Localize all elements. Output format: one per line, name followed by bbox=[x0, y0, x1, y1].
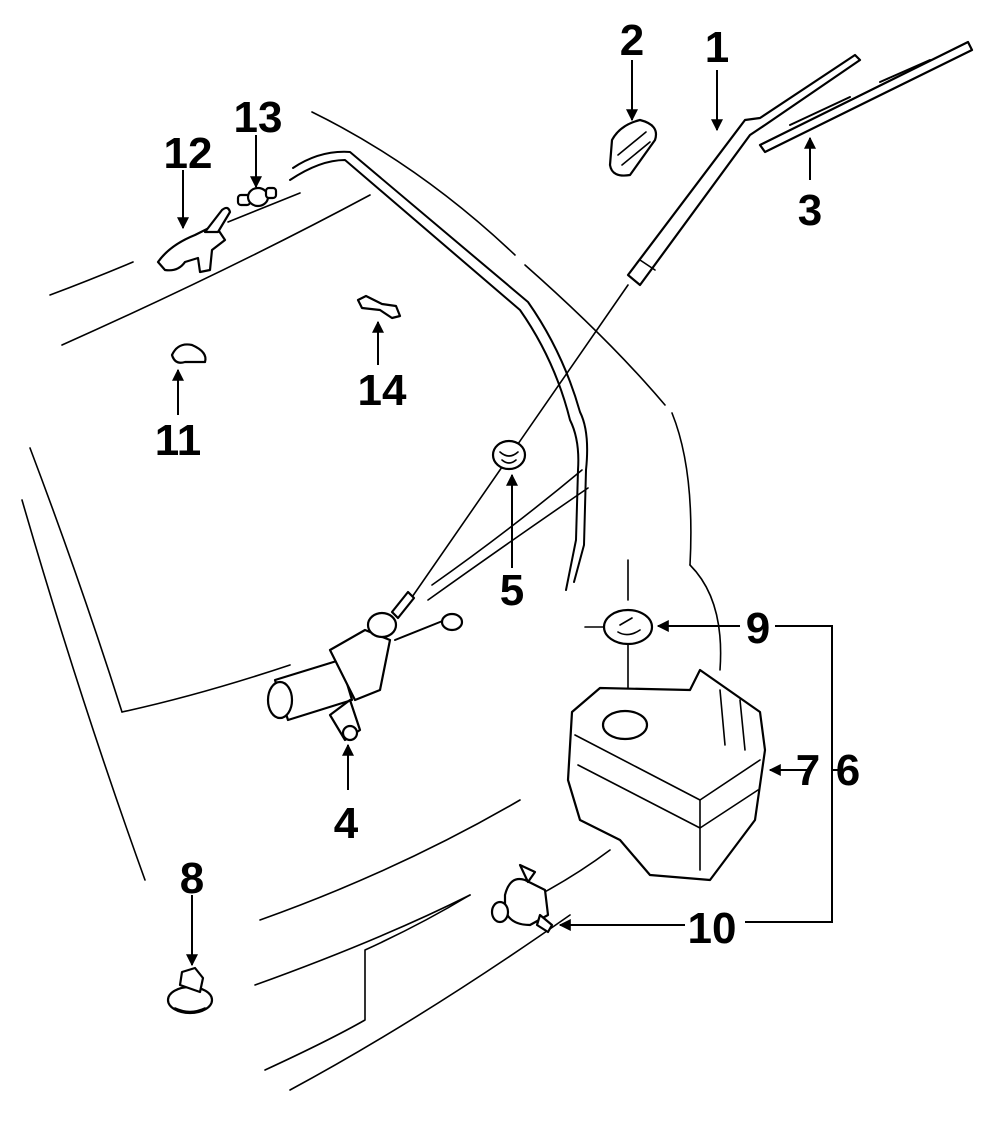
hatch-curve-2 bbox=[254, 894, 471, 986]
hatch-curve-1 bbox=[259, 799, 521, 921]
callout-12[interactable]: 12 bbox=[164, 129, 213, 178]
bracket-6 bbox=[745, 625, 845, 923]
hatch-curve-3 bbox=[289, 914, 571, 1091]
hatch-curve-4 bbox=[264, 894, 471, 1071]
callouts: 1 2 3 4 5 6 7 8 9 10 11 12 13 14 bbox=[155, 16, 861, 953]
leaders bbox=[172, 60, 845, 967]
callout-10[interactable]: 10 bbox=[688, 904, 737, 953]
defroster-line-1 bbox=[431, 469, 583, 586]
callout-14[interactable]: 14 bbox=[358, 366, 407, 415]
glass-left-edge bbox=[29, 447, 123, 713]
body-outline bbox=[21, 111, 722, 1091]
body-curve-right bbox=[689, 564, 722, 671]
wiper-motor[interactable] bbox=[266, 590, 464, 742]
pivot-grommet[interactable] bbox=[491, 439, 527, 471]
callout-3[interactable]: 3 bbox=[798, 186, 822, 235]
washer-hose-inner bbox=[292, 150, 589, 583]
push-clip[interactable] bbox=[166, 966, 214, 1015]
reservoir-cap[interactable] bbox=[584, 608, 654, 646]
callout-4[interactable]: 4 bbox=[334, 799, 359, 848]
glass-bottom-edge bbox=[121, 664, 291, 713]
washer-reservoir[interactable] bbox=[566, 668, 767, 882]
callout-11[interactable]: 11 bbox=[155, 416, 202, 465]
wiper-blade[interactable] bbox=[758, 40, 974, 154]
glass-upper-line bbox=[61, 194, 371, 346]
callout-13[interactable]: 13 bbox=[234, 93, 283, 142]
callout-6[interactable]: 6 bbox=[836, 746, 860, 795]
roof-edge-line bbox=[311, 111, 516, 256]
hose-clamp[interactable] bbox=[356, 294, 402, 320]
hose-clip[interactable] bbox=[170, 343, 207, 364]
defroster-line-2 bbox=[427, 487, 589, 601]
callout-8[interactable]: 8 bbox=[180, 854, 204, 903]
callout-2[interactable]: 2 bbox=[620, 16, 644, 65]
arm-cap[interactable] bbox=[608, 118, 658, 177]
body-side-line-lower bbox=[671, 412, 692, 566]
pivot-axis-line bbox=[409, 284, 629, 601]
callout-5[interactable]: 5 bbox=[500, 566, 524, 615]
washer-hose bbox=[289, 159, 580, 591]
body-left-edge-outer bbox=[21, 499, 146, 881]
callout-7[interactable]: 7 bbox=[796, 746, 820, 795]
washer-pump[interactable] bbox=[490, 863, 554, 934]
callout-1[interactable]: 1 bbox=[705, 23, 729, 72]
wiper-arm[interactable] bbox=[626, 53, 862, 287]
washer-nozzle[interactable] bbox=[156, 206, 232, 274]
callout-9[interactable]: 9 bbox=[746, 604, 770, 653]
body-side-line bbox=[524, 264, 666, 406]
glass-top-edge bbox=[49, 261, 134, 296]
check-valve[interactable] bbox=[227, 186, 301, 223]
